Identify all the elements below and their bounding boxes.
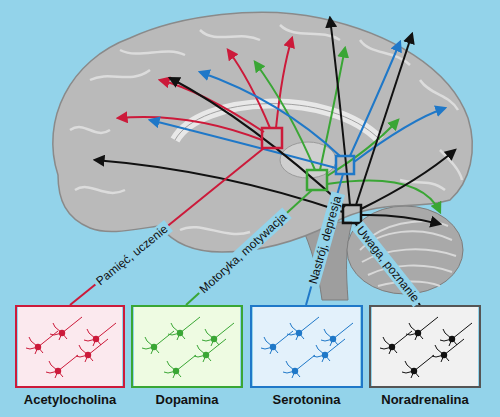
function-label: Motoryka, motywacja xyxy=(194,208,291,298)
brain-path xyxy=(356,34,412,205)
acetylcholine-pathways xyxy=(118,38,292,140)
neuron-panel xyxy=(15,305,125,388)
neurotransmitter-name: Dopamina xyxy=(131,392,243,407)
neurotransmitter-name: Noradrenalina xyxy=(369,392,481,407)
source-squares xyxy=(262,128,361,223)
brain-use xyxy=(321,323,353,346)
brain-line xyxy=(70,148,264,305)
brain-use xyxy=(402,355,434,378)
brain-use xyxy=(76,339,108,362)
neuron-panel xyxy=(250,305,363,388)
brain-use xyxy=(313,339,345,362)
brain-path xyxy=(70,25,462,234)
brain-g xyxy=(26,317,116,378)
cerebrum xyxy=(53,12,472,252)
brain-use xyxy=(168,317,200,340)
brain-use xyxy=(194,339,226,362)
brain-use xyxy=(440,323,472,346)
brain-use xyxy=(432,339,464,362)
brain-rect xyxy=(18,305,122,388)
brain-use xyxy=(202,323,234,346)
brain-use xyxy=(50,317,82,340)
brain-path xyxy=(95,160,343,212)
brain-path xyxy=(330,18,350,205)
neurotransmitter-box: Serotonina xyxy=(250,305,363,407)
noradrenaline-pathways xyxy=(95,18,455,224)
neurotransmitter-name: Serotonina xyxy=(250,392,363,407)
neuron-panel xyxy=(131,305,243,388)
neurotransmitter-box: Dopamina xyxy=(131,305,243,407)
brain-path xyxy=(350,42,400,156)
neurotransmitter-box: Noradrenalina xyxy=(369,305,481,407)
brain-rect xyxy=(336,156,354,174)
brain-g xyxy=(380,317,472,378)
brain-path xyxy=(354,108,445,162)
neuron-panel xyxy=(369,305,481,388)
brain-rect xyxy=(134,305,240,388)
neurotransmitter-name: Acetylocholina xyxy=(15,392,125,407)
function-label: Uwaga, poznanie xyxy=(351,221,423,307)
brain-path xyxy=(150,120,336,168)
brain-path xyxy=(276,38,292,128)
box-fills xyxy=(18,305,478,388)
brain-rect xyxy=(253,305,360,388)
brain-g xyxy=(261,317,353,378)
brain-use xyxy=(283,355,315,378)
brain-use xyxy=(46,355,78,378)
brain-path xyxy=(361,150,455,209)
brain-path xyxy=(53,12,472,252)
brain-path xyxy=(361,215,440,224)
brain-use xyxy=(164,355,196,378)
neuron-drawings xyxy=(26,317,472,378)
brain-use xyxy=(84,323,116,346)
brain-use xyxy=(287,317,319,340)
neurotransmitter-box: Acetylocholina xyxy=(15,305,125,407)
brain-rect xyxy=(343,205,361,223)
brain-rect xyxy=(372,305,478,388)
brain-rect xyxy=(307,170,327,190)
brain-use xyxy=(406,317,438,340)
function-label: Nastrój, depresja xyxy=(305,191,345,288)
serotonin-pathways xyxy=(150,42,445,168)
brain-g xyxy=(142,317,234,378)
brain-line xyxy=(186,190,312,305)
brain-rect xyxy=(262,128,282,148)
function-label: Pamięć, uczenie xyxy=(91,220,173,290)
